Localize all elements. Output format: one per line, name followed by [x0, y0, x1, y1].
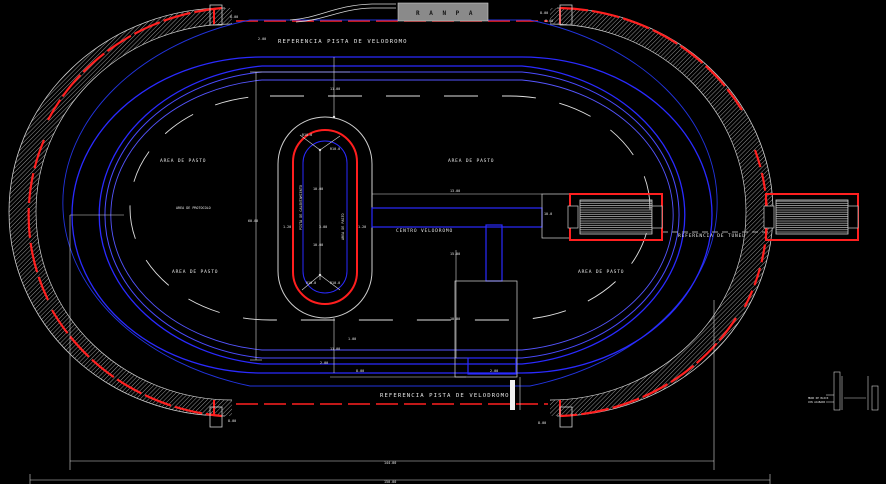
- dim-label: 10.00: [450, 317, 460, 321]
- tunnel-module-left: [567, 193, 663, 241]
- dim-label: 10.0: [544, 212, 552, 216]
- grass-area-label-lr: AREA DE PASTO: [578, 269, 624, 275]
- dim-label: 144.00: [384, 461, 396, 465]
- protocol-area-label: AREA DE PROTOCOLO: [176, 206, 211, 210]
- warmup-track: [277, 116, 373, 319]
- dim-label: 10.00: [313, 187, 323, 191]
- dim-label: 8.00: [230, 15, 238, 19]
- dim-label: 1.20: [283, 225, 291, 229]
- track-reference-top: REFERENCIA PISTA DE VELODROMO: [278, 39, 408, 45]
- dim-label: 11.00: [330, 87, 340, 91]
- velodrome-centre-label: CENTRO VELODROMO: [396, 228, 453, 234]
- dim-label: 8.00: [538, 421, 546, 425]
- infield-grass-vertical-label: AREA DE PASTO: [341, 213, 345, 240]
- dim-label: 8.00: [356, 369, 364, 373]
- dim-label: 1.00: [348, 337, 356, 341]
- legend-text-line2: CON ACABADO: [808, 400, 826, 404]
- grass-area-label-ul: AREA DE PASTO: [160, 158, 206, 164]
- tunnel-reference-label: REFERENCIA DE TUNEL: [678, 233, 746, 239]
- dim-label: 8.00: [540, 11, 548, 15]
- stand-entry-boxes: [209, 4, 573, 428]
- legend-text-line1: MURO DE BLOCK: [808, 396, 829, 400]
- dim-label: 3.00: [319, 225, 327, 229]
- warmup-track-label: PISTA DE CALENTAMIENTO: [299, 185, 303, 230]
- dim-label: 8.00: [228, 419, 236, 423]
- dim-label: 1.20: [358, 225, 366, 229]
- dim-label: 10.00: [313, 243, 323, 247]
- dim-label: R10.0: [330, 281, 340, 285]
- dimension-ticks: [318, 115, 515, 410]
- grass-area-label-ll: AREA DE PASTO: [172, 269, 218, 275]
- velodrome-track: [62, 19, 718, 387]
- ramp-label: R A N P A: [416, 10, 476, 17]
- dim-label: 2.00: [320, 361, 328, 365]
- dim-label: R10.0: [302, 133, 312, 137]
- dim-label: 11.00: [330, 347, 340, 351]
- dim-label: 15.00: [450, 252, 460, 256]
- dim-label: 2.00: [490, 369, 498, 373]
- ramp: [289, 2, 489, 23]
- dim-label: 60.00: [248, 219, 258, 223]
- dimension-lines: [29, 57, 771, 484]
- dim-label: 2.00: [258, 37, 266, 41]
- infield-boundary: [129, 95, 651, 321]
- dim-label: 8.00: [545, 19, 553, 23]
- dim-label: R10.0: [306, 281, 316, 285]
- dim-label: 150.00: [384, 480, 396, 484]
- wall-section-detail: [826, 371, 879, 411]
- dim-label: 13.00: [450, 189, 460, 193]
- dim-label: R10.0: [330, 147, 340, 151]
- grass-area-label-ur: AREA DE PASTO: [448, 158, 494, 164]
- tunnel-module-right: [763, 193, 859, 241]
- track-reference-bottom: REFERENCIA PISTA DE VELODROMO: [380, 393, 510, 399]
